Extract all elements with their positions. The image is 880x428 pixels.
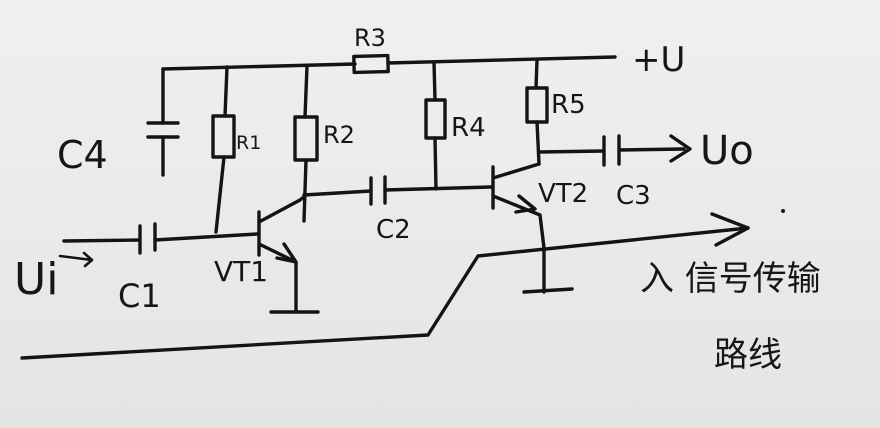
- label-c4: C4: [57, 133, 108, 177]
- label-r4: R4: [451, 113, 486, 143]
- vt2-emitter-arrow: [514, 194, 537, 214]
- c2-wire: [302, 185, 493, 197]
- signal-path-line: [20, 226, 750, 360]
- supply-rail-right: [386, 55, 617, 65]
- capacitor-c1: [138, 222, 157, 255]
- label-c1: C1: [118, 277, 161, 315]
- note-signal-path-line1: 入 信号传输: [640, 259, 821, 299]
- resistor-r1: [211, 114, 236, 159]
- resistor-r3: [352, 53, 390, 75]
- capacitor-c3: [602, 134, 621, 167]
- r5-wire: [534, 58, 541, 166]
- r1-wire: [214, 65, 229, 234]
- resistor-r5: [525, 86, 549, 124]
- transistor-vt2: [491, 162, 546, 294]
- signal-path-arrow: [710, 212, 750, 247]
- label-vt1: VT1: [214, 255, 268, 288]
- vt1-emitter-arrow: [275, 242, 298, 264]
- output-arrow: [669, 134, 692, 163]
- label-output: Uo: [700, 128, 754, 174]
- label-r5: R5: [551, 90, 586, 120]
- label-c3: C3: [616, 181, 651, 211]
- label-vt2: VT2: [538, 179, 588, 209]
- stray-dot: [781, 209, 785, 213]
- resistor-r4: [424, 98, 447, 140]
- note-signal-path-line2: 路线: [714, 335, 782, 375]
- r4-wire: [432, 60, 438, 191]
- output-wire: [537, 147, 686, 154]
- capacitor-c2: [369, 175, 387, 206]
- capacitor-c4: [146, 121, 180, 139]
- input-arrow: [58, 251, 94, 268]
- input-wire: [62, 232, 259, 243]
- resistor-r2: [293, 115, 319, 162]
- supply-rail-left: [161, 62, 357, 71]
- label-r3: R3: [354, 24, 386, 52]
- label-supply: +U: [632, 40, 685, 80]
- label-r2: R2: [323, 121, 355, 149]
- label-c2: C2: [376, 215, 411, 245]
- r2-wire: [302, 64, 309, 223]
- ground-vt2: [522, 287, 574, 294]
- label-r1: R1: [236, 132, 261, 154]
- label-input: Ui: [14, 254, 58, 305]
